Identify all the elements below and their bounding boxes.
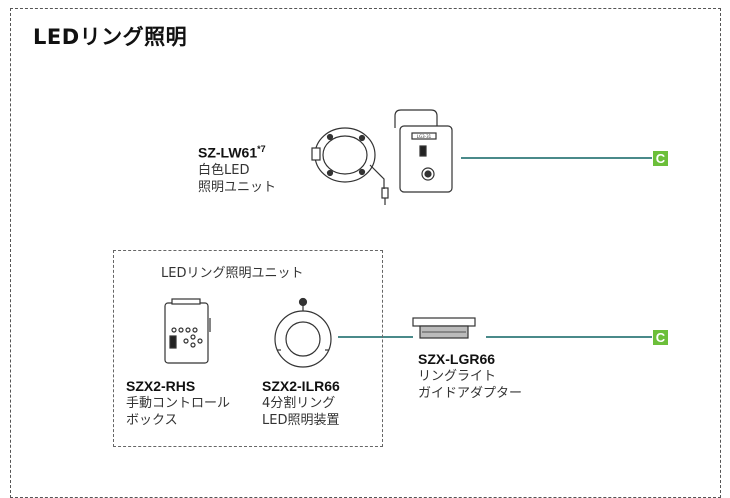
connector-c-marker-bottom: C [653, 330, 668, 345]
szx-lgr66-desc-1: リングライト [418, 369, 497, 384]
szx2-ilr66-desc-1: 4分割リング [262, 396, 336, 411]
group-title: LEDリング照明ユニット [161, 266, 304, 281]
sz-lw61-desc-1: 白色LED [198, 162, 250, 178]
sz-lw61-footnote: *7 [257, 144, 266, 154]
led-ring-unit-group [113, 250, 383, 447]
page-title: LEDリング照明 [33, 25, 188, 49]
szx2-rhs-desc-2: ボックス [126, 413, 178, 428]
szx2-rhs-desc-1: 手動コントロール [126, 396, 231, 411]
ring-illuminator-icon [274, 297, 332, 368]
sz-lw61-model: SZ-LW61 [198, 144, 258, 161]
szx-lgr66-label: SZX-LGR66 リングライト ガイドアダプター [418, 351, 522, 402]
manual-control-box-icon [164, 298, 211, 364]
szx-lgr66-model: SZX-LGR66 [418, 351, 496, 367]
ring-light-icon [311, 127, 389, 205]
szx2-rhs-label: SZX2-RHS 手動コントロール ボックス [126, 378, 230, 429]
szx2-ilr66-label: SZX2-ILR66 4分割リング LED照明装置 [262, 378, 340, 429]
szx-lgr66-desc-2: ガイドアダプター [418, 386, 523, 401]
szx2-rhs-model: SZX2-RHS [126, 378, 196, 394]
szx2-ilr66-desc-2: LED照明装置 [262, 413, 340, 428]
control-box-icon [394, 109, 453, 193]
panel-label: LG3-31 [417, 134, 432, 139]
guide-adapter-icon [412, 317, 476, 339]
sz-lw61-desc-2: 照明ユニット [198, 179, 277, 195]
sz-lw61-label: SZ-LW61*7 白色LED 照明ユニット [198, 141, 276, 196]
connector-c-marker-top: C [653, 151, 668, 166]
diagram-artwork: LG3-31 [164, 109, 652, 368]
szx2-ilr66-model: SZX2-ILR66 [262, 378, 340, 394]
